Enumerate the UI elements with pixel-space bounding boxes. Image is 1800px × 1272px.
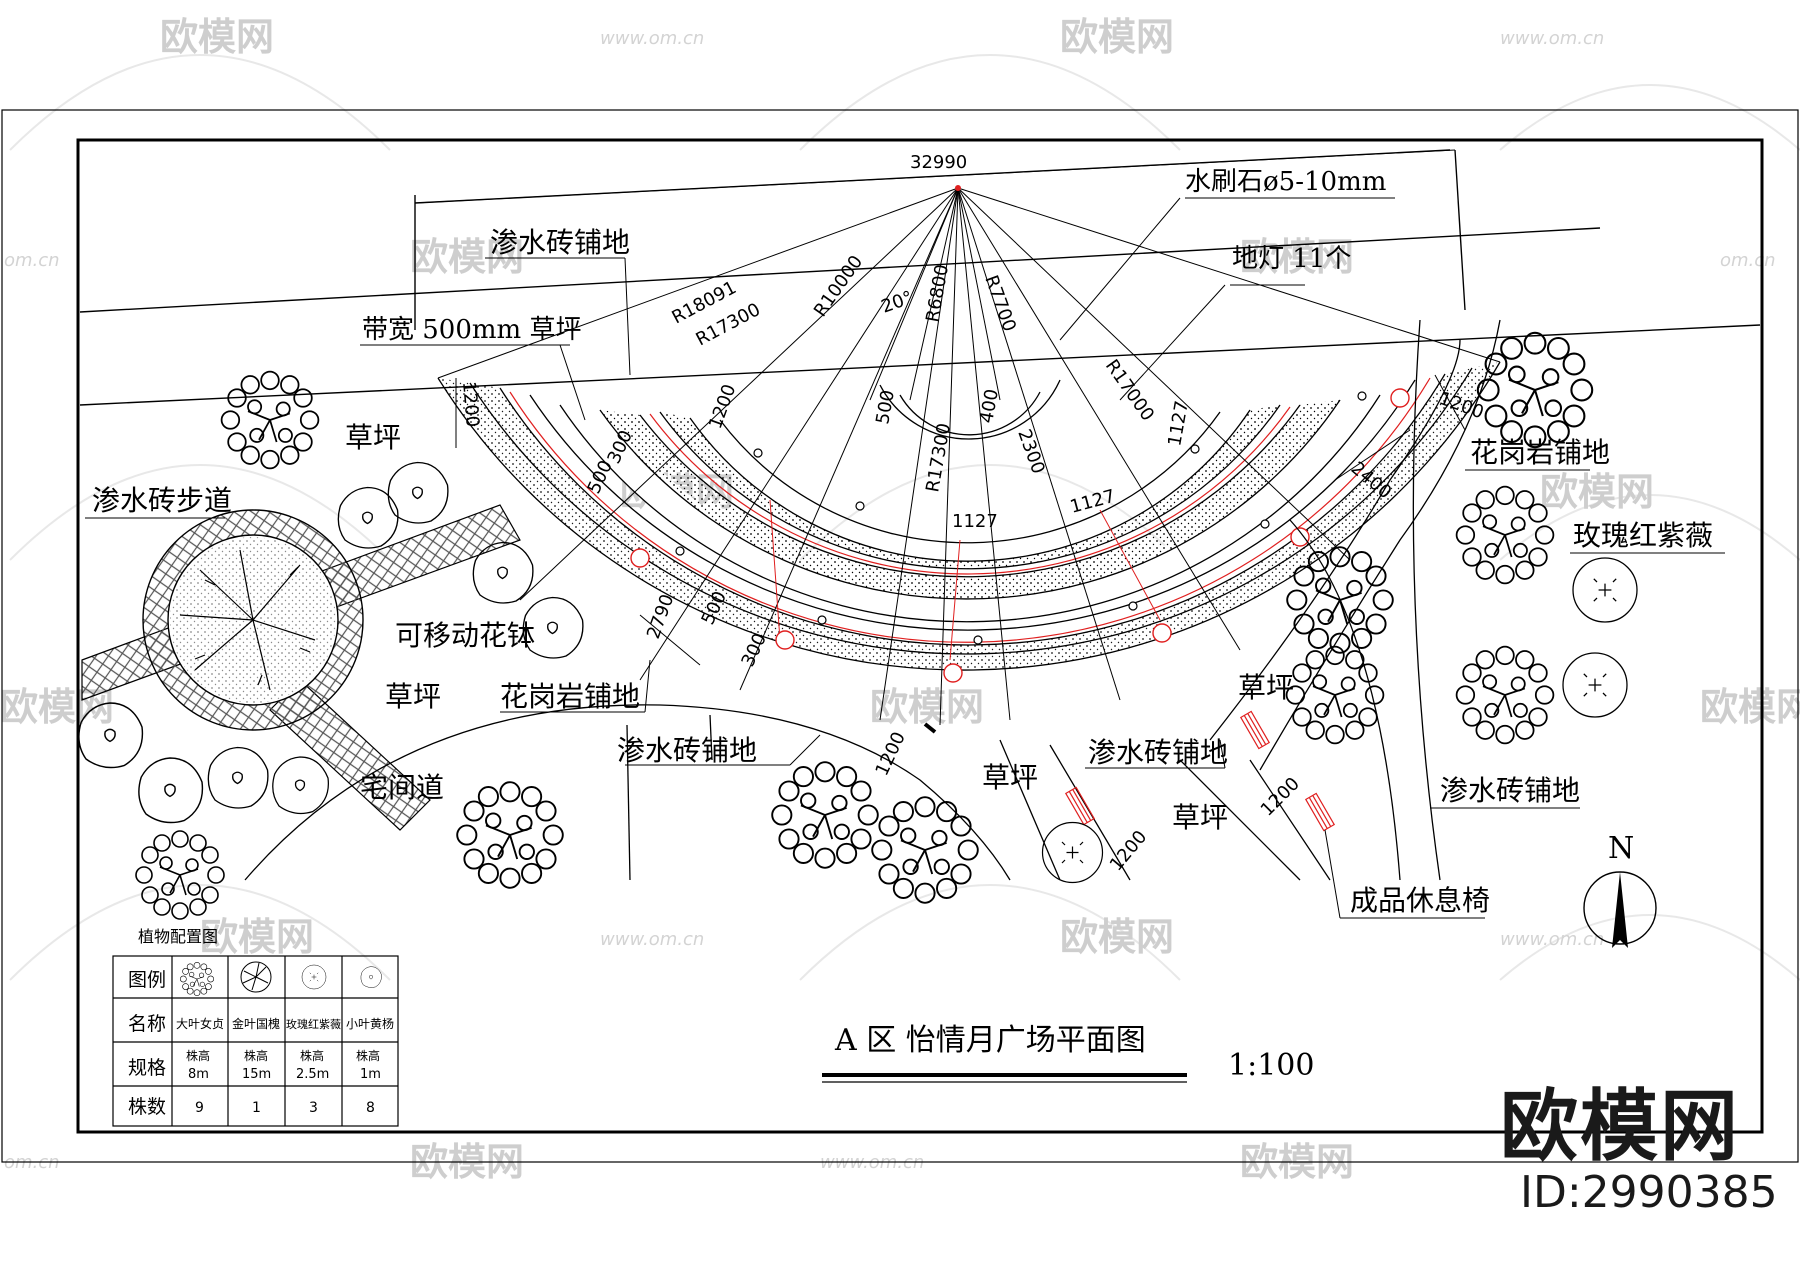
dim-1127-b: 1127 [952,511,998,532]
watermark-brand: 欧模网 [200,915,314,959]
north-label: N [1608,831,1634,866]
road-lines [79,149,1761,406]
plant-spec-line1: 株高 [356,1048,380,1063]
plant-count: 8 [366,1100,375,1116]
leader-lines [85,197,1725,919]
label-grass-mid-left: 草坪 [385,680,441,713]
row-header-legend: 图例 [128,969,166,991]
plant-spec-line2: 1m [360,1067,381,1082]
plant-name: 金叶国槐 [232,1016,280,1031]
plant-spec-line2: 8m [188,1067,209,1082]
dim-1127-a: 1127 [1164,399,1193,448]
dim-2300: 2300 [1013,427,1048,477]
bench-icons [1064,710,1336,832]
label-grass-bottom: 草坪 [982,761,1038,794]
drawing-title: A 区 怡情月广场平面图 1:100 [822,1023,1314,1083]
brand-id: ID:2990385 [1520,1167,1778,1218]
plant-name: 大叶女贞 [176,1016,224,1031]
broadleaf-privet-icon [179,961,215,997]
label-grass-left: 草坪 [345,421,401,454]
crape-myrtle-icon [301,964,327,990]
plant-spec-line1: 株高 [244,1048,268,1063]
watermark-url: www.om.cn [1500,28,1604,49]
watermark-url: om.cn [4,250,60,271]
dim-1127-c: 1127 [1068,486,1118,518]
watermark-brand: 欧模网 [160,15,274,59]
plant-spec-line1: 株高 [300,1048,324,1063]
label-permeable-paving-bottom-right: 渗水砖铺地 [1088,736,1228,769]
label-alley: 宅间道 [360,771,444,804]
plant-spec-line1: 株高 [186,1048,210,1063]
row-header-count: 株数 [128,1096,166,1118]
scale-text: 1:100 [1228,1048,1314,1083]
label-permeable-walkway: 渗水砖步道 [92,484,232,517]
boxwood-icon [360,966,382,988]
dim-2790: 2790 [643,591,678,641]
row-header-spec: 规格 [128,1057,166,1079]
watermark-url: www.om.cn [600,28,704,49]
brand-corner: 欧模网 ID:2990385 [1500,1085,1800,1217]
plant-table: 植物配置图 图例 名称 规格 株数 大叶女贞 金叶国槐 玫瑰红紫薇 小叶黄杨 株… [112,927,399,1127]
plaza-fan [437,185,1501,734]
dim-r17300-b: R17300 [922,422,955,494]
plant-count: 3 [309,1100,318,1116]
label-grass-bottom-right: 草坪 [1172,801,1228,834]
dim-r10000: R10000 [810,252,867,321]
dimension-lines [414,149,1466,666]
plant-name: 小叶黄杨 [346,1016,394,1031]
label-permeable-paving-bottom: 渗水砖铺地 [617,734,757,767]
watermark-brand: 欧模网 [1700,685,1800,729]
golden-locust-icon [240,961,272,993]
label-rose-crape-myrtle: 玫瑰红紫薇 [1573,519,1713,552]
label-permeable-paving-top: 渗水砖铺地 [490,226,630,259]
round-garden [81,504,521,831]
plant-spec-line2: 2.5m [296,1067,329,1082]
label-permeable-paving-right: 渗水砖铺地 [1440,774,1580,807]
dim-r7700: R7700 [980,273,1020,335]
dim-1200-a: 1200 [458,381,483,428]
dim-top-width: 32990 [910,152,967,173]
lawn-boundaries [244,319,1501,881]
plant-spec-line2: 15m [242,1067,271,1082]
plan-labels: 32990 水刷石ø5-10mm 地灯 11个 渗水砖铺地 带宽 500mm 草… [92,152,1713,917]
drawing-frame [76,138,1764,1134]
label-granite-paving-left: 花岗岩铺地 [500,680,640,713]
title-text: A 区 怡情月广场平面图 [834,1023,1146,1058]
dim-500-b: 500 [872,388,899,425]
watermark-url: www.om.cn [1500,929,1604,950]
watermark-url: om.cn [1720,250,1776,271]
label-ground-light: 地灯 11个 [1232,244,1351,274]
watermark-layer: 欧模网 www.om.cn 欧模网 www.om.cn 欧模网 om.cn 欧模… [0,15,1800,1184]
watermark-url: www.om.cn [600,929,704,950]
watermark-brand: 欧模网 [1060,15,1174,59]
north-arrow: N [1583,831,1657,948]
label-bench: 成品休息椅 [1350,884,1490,917]
plant-count: 9 [195,1100,204,1116]
plant-count: 1 [252,1100,261,1116]
plant-table-title: 植物配置图 [138,927,218,946]
dim-r6800: R6800 [922,263,953,324]
label-granite-paving-right: 花岗岩铺地 [1470,436,1610,469]
brand-logo: 欧模网 [1500,1082,1741,1172]
plant-name: 玫瑰红紫薇 [286,1017,341,1031]
outer-frame [1,109,1799,1163]
watermark-brand: 欧模网 [1540,470,1654,514]
dim-1200-b: 1200 [705,381,740,431]
watermark-brand: 欧模网 [1060,915,1174,959]
dim-angle: 20° [879,287,916,318]
label-water-stone: 水刷石ø5-10mm [1185,167,1386,197]
label-movable-pot: 可移动花钵 [395,619,535,652]
label-grass-right: 草坪 [1238,671,1294,704]
watermark-brand: 欧模网 [870,685,984,729]
watermark-brand: 欧模网 [410,235,524,279]
label-belt-grass: 带宽 500mm 草坪 [362,315,581,345]
dim-400: 400 [976,387,1003,424]
row-header-name: 名称 [128,1013,166,1035]
dim-r17000: R17000 [1101,356,1158,425]
